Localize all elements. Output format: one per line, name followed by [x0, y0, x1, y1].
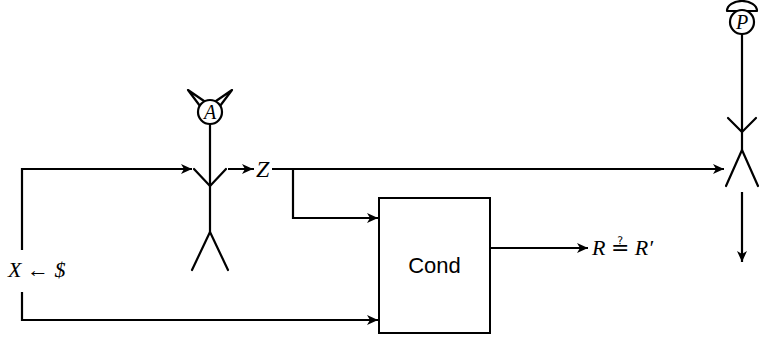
party-name: P — [736, 12, 748, 32]
figure-body — [209, 124, 211, 232]
figure-arms — [728, 118, 756, 132]
random-wire — [22, 292, 378, 320]
adversary-figure: A — [192, 92, 228, 272]
figure-head — [730, 10, 754, 34]
signal-arrow — [228, 169, 378, 218]
party-name: A — [204, 102, 216, 122]
process-box: Cond — [378, 197, 491, 334]
head-holder: P — [722, 7, 762, 37]
signal-arrow — [228, 168, 724, 170]
party-figure: P — [724, 0, 760, 188]
check-label: R ≟ R′ — [592, 235, 653, 260]
figure-legs — [192, 232, 228, 270]
message-label: Z — [254, 156, 272, 182]
random-label: X ← $ — [8, 257, 65, 282]
head-holder: A — [190, 97, 230, 127]
figure-legs — [726, 150, 758, 186]
box-label: Cond — [408, 253, 461, 279]
guess-wire — [741, 192, 743, 262]
figure-arms — [194, 169, 226, 186]
output-wire — [491, 247, 588, 249]
figure-head — [198, 100, 222, 124]
random-wire — [22, 169, 192, 250]
